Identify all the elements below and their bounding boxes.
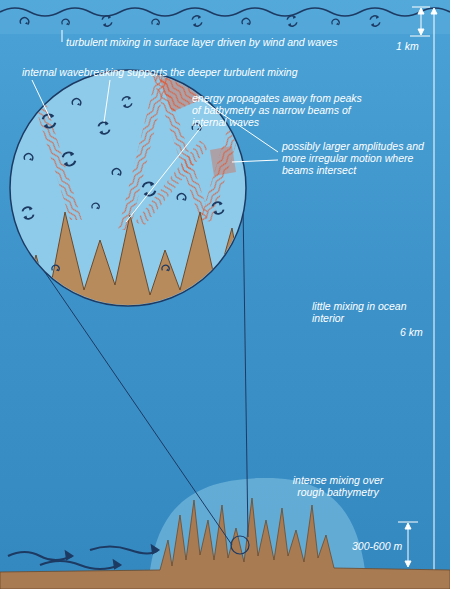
beam-note: energy propagates away from peaks of bat… (192, 92, 372, 128)
surface-mixing-note: turbulent mixing in surface layer driven… (66, 36, 406, 48)
intersection-note: possibly larger amplitudes and more irre… (282, 140, 442, 176)
bathymetry-note: intense mixing over rough bathymetry (282, 474, 394, 498)
interior-note: little mixing in ocean interior (312, 300, 427, 324)
depth-scale: 6 km (400, 326, 430, 338)
depth-scale: 1 km (396, 40, 436, 52)
wavebreaking-note: internal wavebreaking supports the deepe… (22, 66, 362, 78)
depth-scale: 300-600 m (352, 540, 404, 552)
